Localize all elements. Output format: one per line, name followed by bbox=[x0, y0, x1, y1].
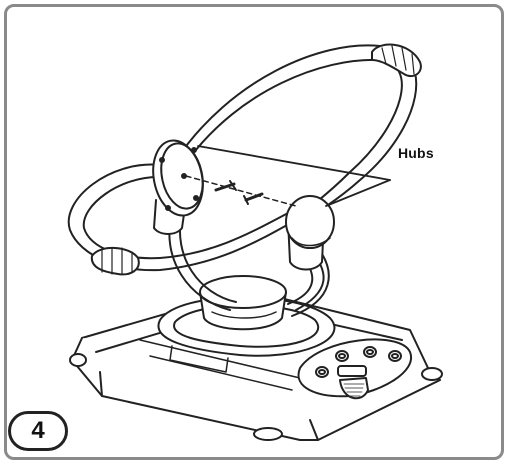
hub-left bbox=[152, 139, 204, 235]
screws bbox=[214, 180, 264, 205]
seat-disc bbox=[199, 275, 287, 331]
control-panel bbox=[297, 338, 413, 400]
hubs-callout-lines bbox=[197, 145, 391, 207]
hub-right bbox=[285, 195, 335, 271]
back-loop bbox=[175, 43, 422, 213]
hubs-label: Hubs bbox=[398, 145, 434, 161]
alignment-line bbox=[185, 175, 297, 207]
step-number-badge: 4 bbox=[8, 411, 68, 451]
step-number: 4 bbox=[31, 417, 45, 444]
front-loop bbox=[67, 163, 297, 276]
